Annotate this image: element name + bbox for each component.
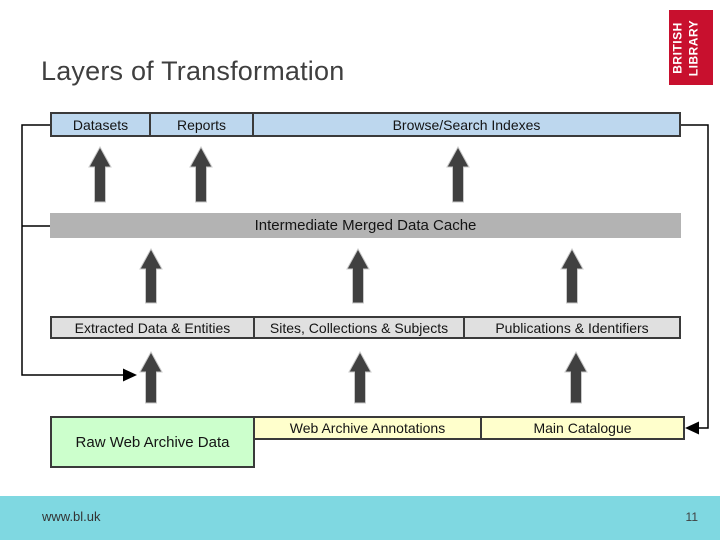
box-reports: Reports [149, 112, 254, 137]
box-publications-identifiers: Publications & Identifiers [463, 316, 681, 339]
box-raw-web-archive-data: Raw Web Archive Data [50, 416, 255, 468]
british-library-logo: BRITISH LIBRARY [669, 10, 713, 85]
box-main-catalogue-label: Main Catalogue [533, 420, 632, 436]
up-arrow-icon [139, 247, 163, 304]
box-sites-collections-subjects-label: Sites, Collections & Subjects [269, 319, 449, 336]
connector-right-arrowhead-icon [685, 421, 699, 435]
box-datasets: Datasets [50, 112, 151, 137]
up-arrow-icon [346, 247, 370, 304]
cache-bar-label: Intermediate Merged Data Cache [254, 217, 477, 234]
up-arrow-icon [446, 145, 470, 203]
footer-bar: www.bl.uk 11 [0, 496, 720, 540]
footer-url: www.bl.uk [42, 509, 101, 524]
page-number: 11 [685, 510, 698, 524]
box-publications-identifiers-label: Publications & Identifiers [495, 319, 649, 336]
box-web-archive-annotations: Web Archive Annotations [253, 416, 482, 440]
box-reports-label: Reports [176, 116, 227, 133]
box-main-catalogue: Main Catalogue [480, 416, 685, 440]
box-sites-collections-subjects: Sites, Collections & Subjects [253, 316, 465, 339]
connector-right-line [681, 124, 709, 429]
box-datasets-label: Datasets [72, 116, 129, 133]
up-arrow-icon [88, 145, 112, 203]
box-extracted-data-entities-label: Extracted Data & Entities [74, 319, 231, 336]
box-browse-search-indexes: Browse/Search Indexes [252, 112, 681, 137]
up-arrow-icon [189, 145, 213, 203]
up-arrow-icon [564, 350, 588, 404]
box-extracted-data-entities: Extracted Data & Entities [50, 316, 255, 339]
up-arrow-icon [139, 350, 163, 404]
intermediate-merged-data-cache-bar: Intermediate Merged Data Cache [50, 213, 681, 238]
box-raw-web-archive-data-label: Raw Web Archive Data [75, 433, 230, 451]
connector-left-line [21, 124, 123, 376]
page-title: Layers of Transformation [41, 56, 345, 86]
box-web-archive-annotations-label: Web Archive Annotations [289, 420, 446, 436]
connector-left-arrowhead-icon [123, 368, 137, 382]
box-browse-search-indexes-label: Browse/Search Indexes [392, 116, 541, 133]
up-arrow-icon [348, 350, 372, 404]
up-arrow-icon [560, 247, 584, 304]
